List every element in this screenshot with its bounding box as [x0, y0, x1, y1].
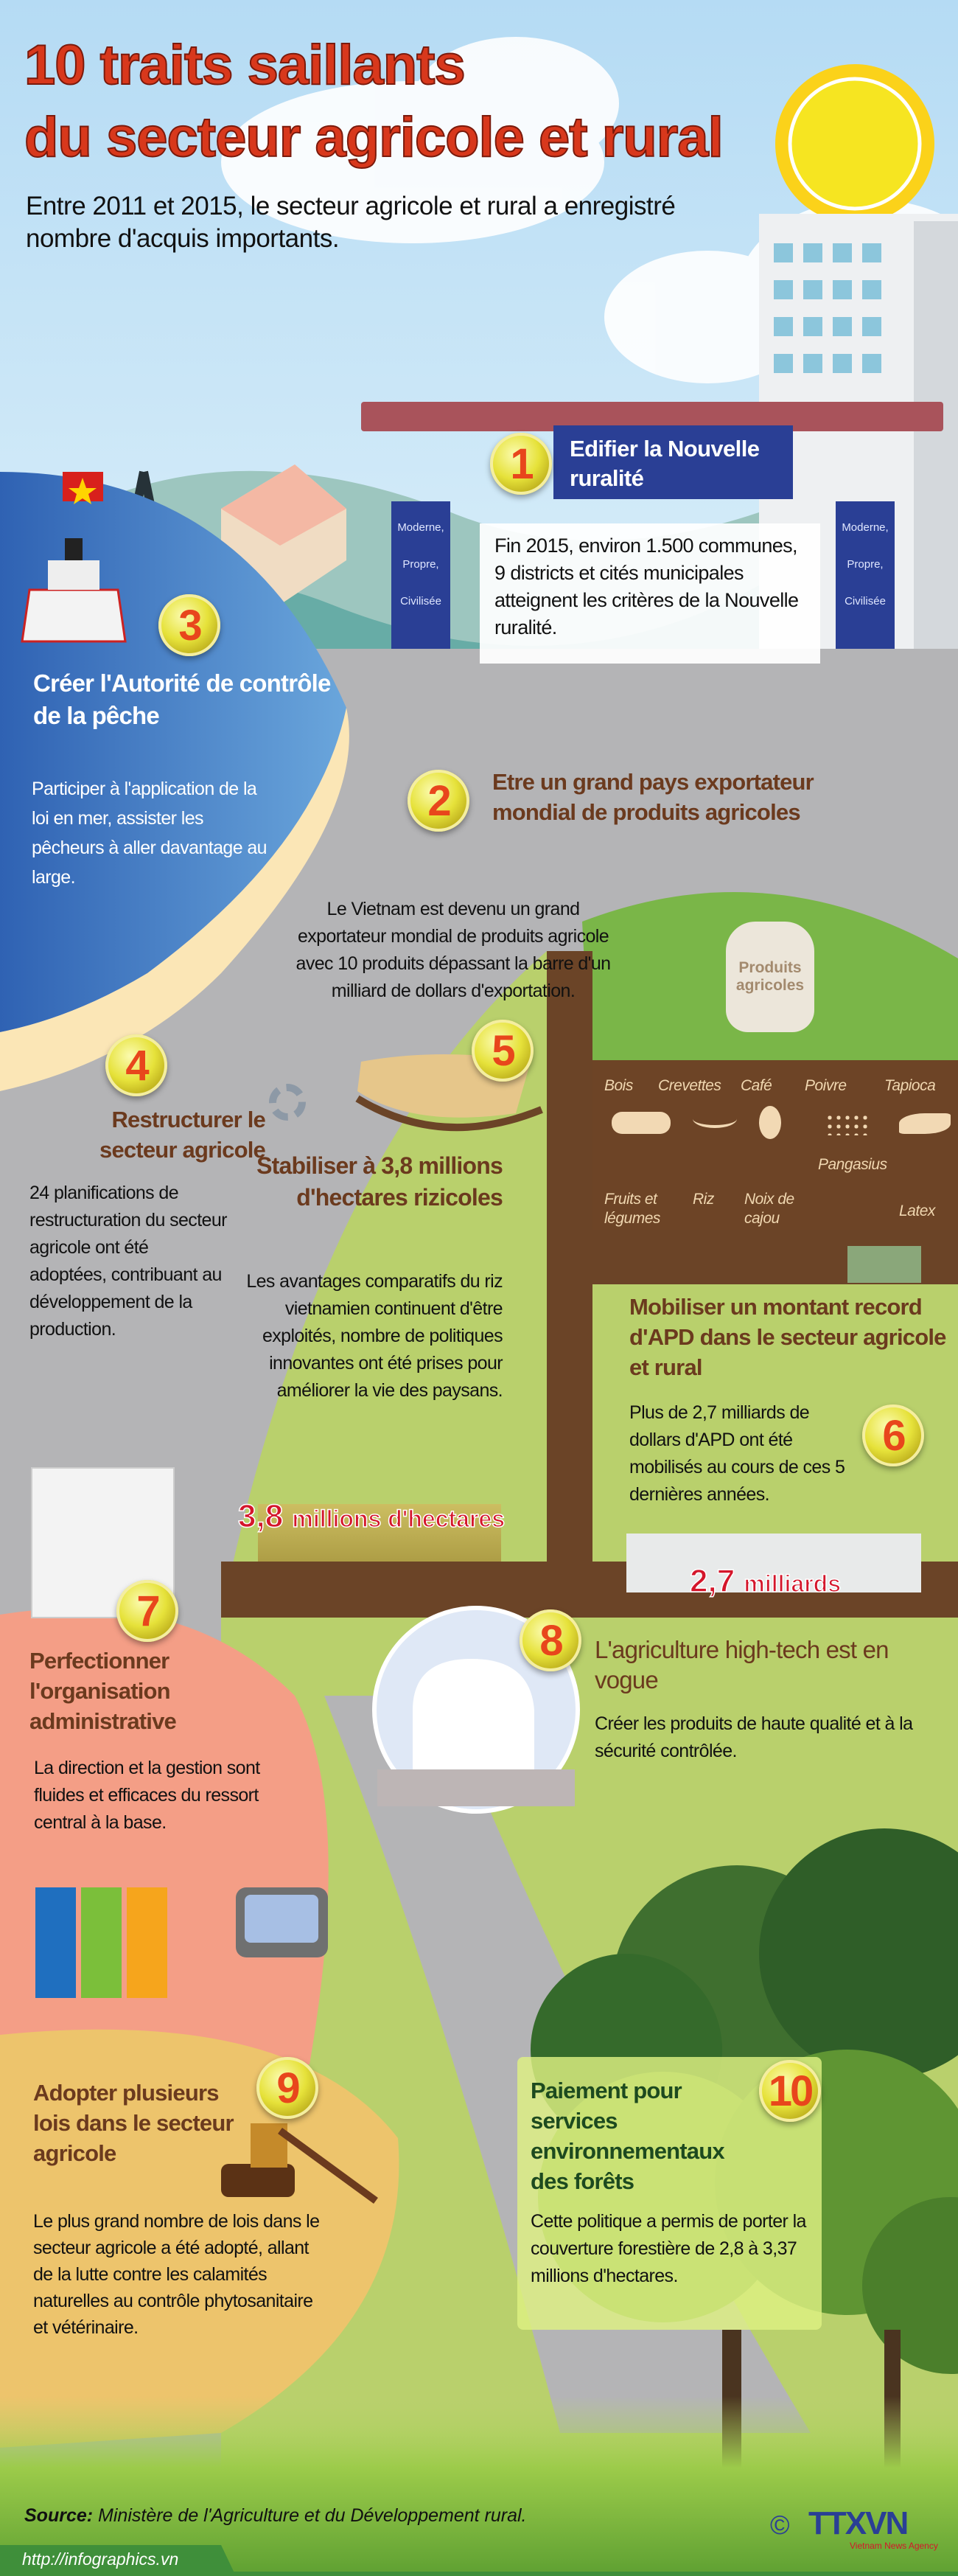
gavel-icon	[221, 2123, 378, 2204]
item2-body: Le Vietnam est devenu un grand exportate…	[296, 899, 612, 1001]
number-badge-3: 3	[158, 594, 220, 656]
item5-highlight-value: 3,8	[237, 1497, 284, 1535]
item5-highlight-unit: millions d'hectares	[292, 1505, 506, 1533]
product-icons-row1	[612, 1106, 958, 1143]
item8-title: L'agriculture high-tech est en vogue	[595, 1636, 889, 1693]
shrimp-icon	[693, 1110, 737, 1128]
vietnam-flag-icon	[63, 472, 103, 504]
product-crevettes: Crevettes	[658, 1077, 721, 1094]
pillar-text: Moderne,	[397, 521, 444, 534]
number-badge-9: 9	[256, 2057, 318, 2119]
number-badge-10: 10	[759, 2060, 821, 2122]
item3-title: Créer l'Autorité de contrôle de la pêche	[33, 669, 331, 729]
pillar-text: Propre,	[402, 557, 439, 571]
number-badge-1: 1	[490, 433, 552, 495]
item7-title: Perfectionner l'organisation administrat…	[29, 1648, 177, 1734]
website-link[interactable]: http://infographics.vn	[22, 2549, 179, 2569]
pillar-text: Moderne,	[842, 521, 889, 534]
page-title-line1: 10 traits saillants	[24, 33, 466, 97]
pillar-text: Civilisée	[845, 594, 886, 608]
footer-band	[0, 2545, 236, 2576]
binders-icon	[35, 1887, 328, 1998]
money-stack-icon	[626, 1246, 921, 1592]
item9-body: Le plus grand nombre de lois dans le sec…	[33, 2211, 320, 2338]
sun-icon	[775, 64, 934, 223]
item5-highlight: 3,8 millions d'hectares	[237, 1497, 506, 1535]
page-subtitle: Entre 2011 et 2015, le secteur agricole …	[26, 192, 676, 253]
badge-number: 5	[492, 1026, 515, 1075]
wood-log-icon	[612, 1112, 671, 1134]
product-pangasius: Pangasius	[818, 1156, 887, 1173]
tapioca-icon	[899, 1113, 951, 1134]
item10-title: Paiement pour services environnementaux …	[531, 2078, 725, 2194]
coffee-bean-icon	[759, 1106, 781, 1139]
product-sack: Produits agricoles	[726, 922, 814, 1032]
number-badge-4: 4	[105, 1034, 167, 1096]
product-bois: Bois	[604, 1077, 633, 1094]
badge-number: 4	[125, 1041, 149, 1090]
item8-body: Créer les produits de haute qualité et à…	[595, 1713, 913, 1761]
product-fruits-legumes: Fruits et légumes	[604, 1191, 660, 1227]
source-line: Source: Ministère de l'Agriculture et du…	[24, 2505, 527, 2527]
road-vertical	[547, 951, 592, 1618]
gate-pillar-left: Moderne, Propre, Civilisée	[391, 501, 450, 649]
pepper-icon	[825, 1113, 870, 1135]
item10-body: Cette politique a permis de porter la co…	[531, 2211, 806, 2286]
ship-icon	[21, 538, 127, 643]
item4-title: Restructurer le secteur agricole	[99, 1107, 266, 1163]
item9-title: Adopter plusieurs lois dans le secteur a…	[33, 2080, 234, 2166]
number-badge-5: 5	[472, 1020, 534, 1082]
item6-highlight-unit: milliards	[744, 1570, 842, 1598]
item2-title: Etre un grand pays exportateur mondial d…	[492, 769, 814, 825]
item1-sign: Edifier la Nouvelle ruralité	[553, 425, 793, 499]
item5-body: Les avantages comparatifs du riz vietnam…	[246, 1271, 503, 1401]
item6-highlight: 2,7 milliards	[689, 1562, 842, 1600]
badge-number: 3	[178, 601, 202, 650]
item4-body: 24 planifications de restructuration du …	[29, 1183, 227, 1340]
number-badge-8: 8	[520, 1609, 581, 1671]
law-region	[0, 2029, 399, 2448]
pillar-text: Propre,	[847, 557, 884, 571]
badge-number: 6	[882, 1411, 906, 1460]
pillar-text: Civilisée	[400, 594, 441, 608]
page-title-line2: du secteur agricole et rural	[24, 105, 724, 170]
product-poivre: Poivre	[805, 1077, 847, 1094]
rice-plants-icon	[258, 1504, 501, 1562]
sack-label: Produits agricoles	[735, 959, 805, 994]
item6-highlight-value: 2,7	[689, 1562, 735, 1600]
number-badge-2: 2	[408, 770, 469, 832]
sand	[0, 708, 349, 1091]
item6-title: Mobiliser un montant record d'APD dans l…	[629, 1294, 946, 1380]
number-badge-6: 6	[862, 1404, 924, 1466]
copyright-symbol: ©	[770, 2510, 790, 2540]
item6-body: Plus de 2,7 milliards de dollars d'APD o…	[629, 1402, 845, 1505]
gear-sprout-icon	[269, 1084, 306, 1121]
footer-line	[0, 2572, 958, 2576]
product-latex: Latex	[899, 1202, 935, 1219]
item1-body: Fin 2015, environ 1.500 communes, 9 dist…	[480, 523, 820, 664]
logo-text: TTXVN	[808, 2505, 909, 2541]
badge-number: 8	[539, 1616, 563, 1665]
number-badge-7: 7	[116, 1580, 178, 1642]
product-riz: Riz	[693, 1191, 714, 1208]
gate-pillar-right: Moderne, Propre, Civilisée	[836, 501, 895, 649]
source-label: Source:	[24, 2505, 94, 2526]
badge-number: 10	[768, 2067, 814, 2115]
badge-number: 9	[276, 2064, 300, 2112]
badge-number: 7	[136, 1587, 160, 1635]
product-cafe: Café	[741, 1077, 772, 1094]
badge-number: 2	[427, 776, 451, 825]
product-noix-cajou: Noix de cajou	[744, 1191, 794, 1227]
item3-body: Participer à l'application de la loi en …	[32, 779, 268, 888]
product-tapioca: Tapioca	[884, 1077, 936, 1094]
products-panel	[592, 1060, 958, 1230]
item1-title: Edifier la Nouvelle ruralité	[570, 436, 760, 491]
item5-title: Stabiliser à 3,8 millions d'hectares riz…	[256, 1152, 503, 1211]
logo-subtext: Vietnam News Agency	[850, 2541, 938, 2551]
item7-body: La direction et la gestion sont fluides …	[34, 1758, 260, 1833]
ttxvn-logo: © TTXVN Vietnam News Agency	[770, 2505, 947, 2551]
badge-number: 1	[510, 439, 534, 488]
source-text: Ministère de l'Agriculture et du Dévelop…	[98, 2505, 527, 2526]
